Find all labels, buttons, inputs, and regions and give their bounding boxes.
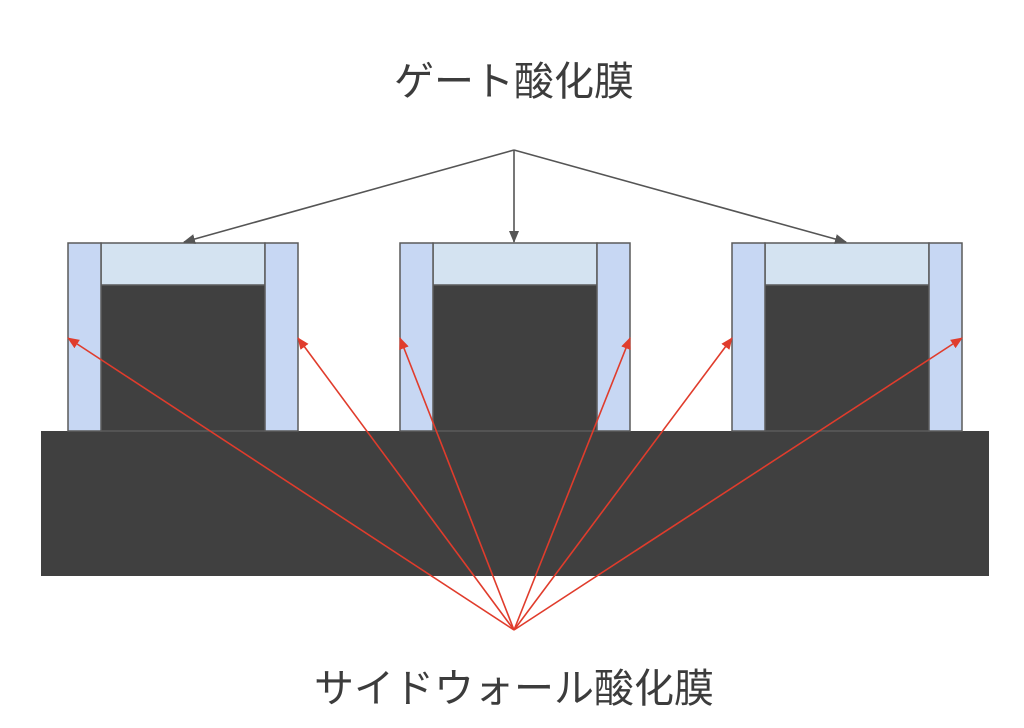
sidewall-oxide-right — [264, 242, 299, 432]
sidewall-arrow-2 — [297, 337, 515, 631]
gate-oxide-label: ゲート酸化膜 — [394, 59, 634, 105]
sidewall-oxide-arrows — [67, 337, 963, 631]
sidewall-oxide-left — [399, 242, 434, 432]
sidewall-oxide-right — [928, 242, 963, 432]
gate-electrode — [764, 284, 930, 432]
gate-stack-2 — [399, 242, 631, 432]
gate-oxide-layer — [432, 242, 598, 286]
gate-stack-3 — [731, 242, 963, 432]
sidewall-arrow-1 — [67, 337, 515, 631]
gate-electrode — [100, 284, 266, 432]
gate-stack-1 — [67, 242, 299, 432]
gate-oxide-arrows — [183, 149, 847, 244]
gate-oxide-layer — [100, 242, 266, 286]
gate-electrode — [432, 284, 598, 432]
sidewall-oxide-label: サイドウォール酸化膜 — [314, 666, 714, 712]
sidewall-arrow-3 — [399, 337, 515, 631]
substrate — [41, 431, 989, 576]
sidewall-arrow-4 — [513, 337, 631, 631]
sidewall-oxide-left — [731, 242, 766, 432]
sidewall-oxide-left — [67, 242, 102, 432]
gate-oxide-arrow-3 — [513, 149, 847, 244]
sidewall-arrow-5 — [513, 337, 733, 631]
sidewall-arrow-6 — [513, 337, 963, 631]
gate-oxide-layer — [764, 242, 930, 286]
gate-oxide-arrow-1 — [183, 149, 515, 244]
sidewall-oxide-right — [596, 242, 631, 432]
